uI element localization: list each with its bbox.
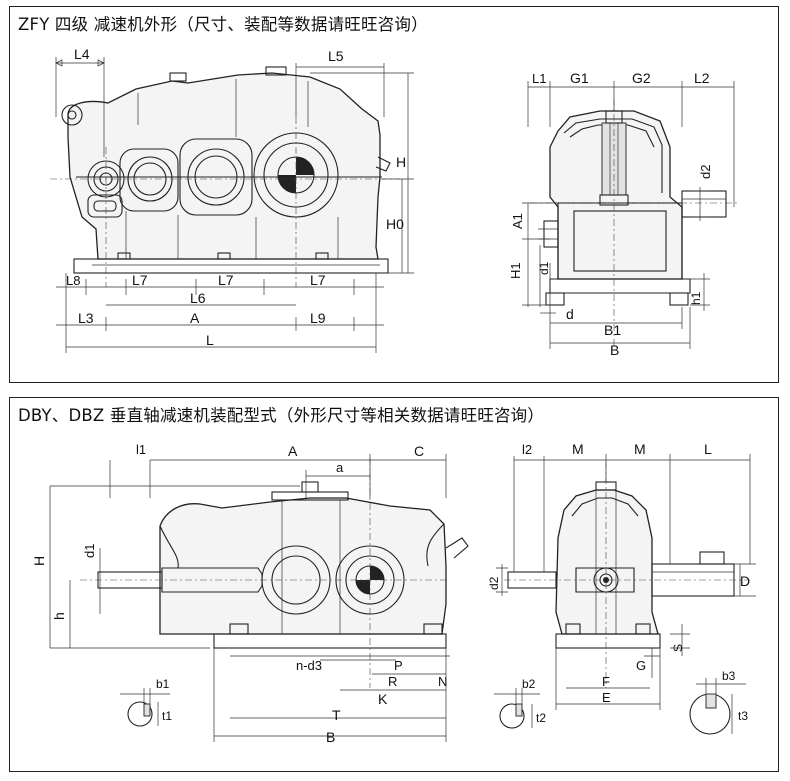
zfy-front-labels: L4 L5 H H0 L8 L7 L7 L7 L6 L3 A L9 L: [66, 46, 406, 348]
dim-label-T: T: [332, 707, 341, 723]
dim-label-A1: A1: [510, 213, 525, 229]
dim-label-L7-2: L7: [218, 272, 234, 288]
dim-label-A: A: [190, 310, 200, 326]
dim-label-L5: L5: [328, 48, 344, 64]
dim-label-L4: L4: [74, 46, 90, 62]
dim-label-L7-3: L7: [310, 272, 326, 288]
dim-label-L6: L6: [190, 290, 206, 306]
dim-label-L3: L3: [78, 310, 94, 326]
dim-label-R: R: [388, 674, 397, 689]
dim-label-G: G: [636, 658, 646, 673]
dim-label-L: L: [206, 332, 214, 348]
dim-label-K: K: [378, 691, 388, 707]
dim-label-L2: L2: [694, 70, 710, 86]
dim-label-G2: G2: [632, 70, 651, 86]
dim-label-F: F: [602, 674, 610, 689]
dim-label-d2: d2: [698, 165, 713, 179]
dby-front-labels: l1 A a C H d1 h n-d3 P R N K T B: [31, 442, 447, 745]
dby-front-dimensions: [49, 454, 450, 742]
dby-dbz-assembly-panel: DBY、DBZ 垂直轴减速机装配型式（外形尺寸等相关数据请旺旺咨询）: [9, 397, 779, 772]
dim-label-L1: L1: [532, 71, 546, 86]
dim-label-l1: l1: [136, 442, 146, 457]
dim-label-t2: t2: [536, 711, 546, 725]
dim-label-b2: b2: [522, 677, 536, 691]
dim-label-n-d3: n-d3: [296, 658, 322, 673]
shaft-key-section-3: b3 t3: [689, 669, 748, 735]
dim-label-d1: d1: [82, 544, 97, 558]
dim-label-h1: h1: [689, 291, 703, 305]
zfy-front-view: [50, 66, 400, 287]
dim-label-d2: d2: [487, 576, 501, 590]
dim-label-B1: B1: [604, 322, 621, 338]
dby-side-dimensions: [496, 454, 756, 710]
zfy-outline-panel: ZFY 四级 减速机外形（尺寸、装配等数据请旺旺咨询）: [9, 6, 779, 383]
dim-label-A: A: [288, 443, 298, 459]
zfy-side-view: [530, 99, 740, 347]
dim-label-h: h: [51, 612, 67, 620]
dim-label-S: S: [671, 644, 685, 652]
dim-label-a: a: [336, 460, 344, 475]
zfy-front-dimensions: [55, 57, 414, 353]
dim-label-E: E: [602, 690, 611, 705]
dim-label-t3: t3: [738, 709, 748, 723]
shaft-key-section-1: b1 t1: [120, 677, 172, 727]
panel-title: DBY、DBZ 垂直轴减速机装配型式（外形尺寸等相关数据请旺旺咨询）: [18, 406, 545, 425]
dim-label-H0: H0: [386, 216, 404, 232]
dim-label-M-1: M: [572, 441, 584, 457]
zfy-side-labels: L1 G1 G2 L2 d2 A1 H1 d1 h1 d B1 B: [508, 70, 713, 358]
dim-label-L7-1: L7: [132, 272, 148, 288]
dby-dbz-drawing: l1 A a C H d1 h n-d3 P R N K T B b1 t1: [31, 441, 756, 745]
dim-label-d1: d1: [537, 261, 551, 275]
dim-label-H: H: [396, 154, 406, 170]
dim-label-B: B: [610, 342, 619, 358]
dim-label-H: H: [31, 556, 47, 566]
dim-label-B: B: [326, 729, 335, 745]
dim-label-C: C: [414, 443, 424, 459]
dim-label-L8: L8: [66, 273, 80, 288]
dim-label-H1: H1: [508, 262, 523, 279]
shaft-key-section-2: b2 t2: [494, 677, 546, 729]
dim-label-P: P: [394, 658, 403, 673]
dim-label-d: d: [566, 306, 574, 322]
dby-front-view: [80, 458, 469, 688]
dim-label-t1: t1: [162, 709, 172, 723]
dim-label-L: L: [704, 441, 712, 457]
panel-title: ZFY 四级 减速机外形（尺寸、装配等数据请旺旺咨询）: [18, 15, 428, 34]
dim-label-l2: l2: [522, 442, 532, 457]
dim-label-D: D: [740, 573, 750, 589]
dim-label-N: N: [438, 674, 447, 689]
dim-label-L9: L9: [310, 310, 326, 326]
dim-label-M-2: M: [634, 441, 646, 457]
dim-label-b3: b3: [722, 669, 736, 683]
dim-label-b1: b1: [156, 677, 170, 691]
zfy-side-dimensions: [522, 81, 735, 349]
dim-label-G1: G1: [570, 70, 589, 86]
dby-side-view: [504, 462, 750, 688]
zfy-drawing: L4 L5 H H0 L8 L7 L7 L7 L6 L3 A L9 L: [50, 46, 740, 358]
dby-side-labels: l2 M M L d2 D S G F E: [487, 441, 750, 705]
